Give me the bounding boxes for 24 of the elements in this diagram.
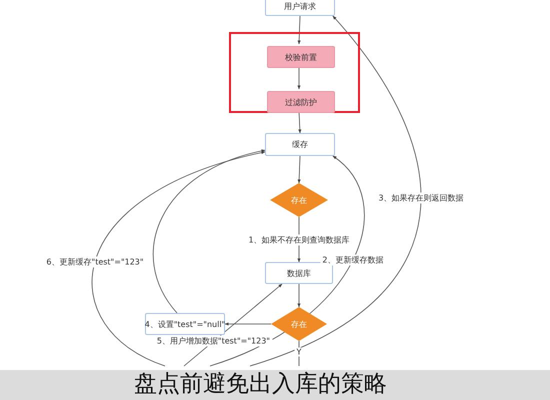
arrow bbox=[298, 16, 301, 44]
arrow bbox=[152, 150, 266, 314]
process-box: 4、设置"test"="null" bbox=[145, 313, 225, 335]
decision-diamond: 存在 bbox=[270, 183, 328, 217]
caption: 盘点前避免出入库的策略 bbox=[0, 370, 550, 400]
edge-label: 6、更新缓存"test"="123" bbox=[44, 256, 146, 268]
process-box: 用户请求 bbox=[265, 0, 335, 16]
arrow bbox=[297, 66, 301, 90]
edge-label: Y bbox=[294, 348, 304, 357]
process-box: 缓存 bbox=[265, 133, 335, 156]
process-box: 校验前置 bbox=[267, 46, 335, 68]
decision-diamond: 存在 bbox=[271, 307, 327, 341]
frame-box bbox=[229, 32, 360, 113]
arrow bbox=[92, 151, 266, 366]
edge-label: 3、如果存在则返回数据 bbox=[376, 192, 466, 203]
arrow bbox=[298, 156, 301, 184]
arrow bbox=[297, 284, 301, 308]
edge-label: 2、更新缓存数据 bbox=[320, 254, 386, 266]
arrow bbox=[298, 110, 302, 134]
arrow bbox=[224, 322, 272, 326]
edge-label: 1、如果不存在则查询数据库 bbox=[246, 234, 352, 245]
process-box: 过滤防护 bbox=[267, 91, 335, 113]
edge-label: 5、用户增加数据"test"="123" bbox=[154, 336, 272, 347]
arrow bbox=[250, 16, 421, 366]
